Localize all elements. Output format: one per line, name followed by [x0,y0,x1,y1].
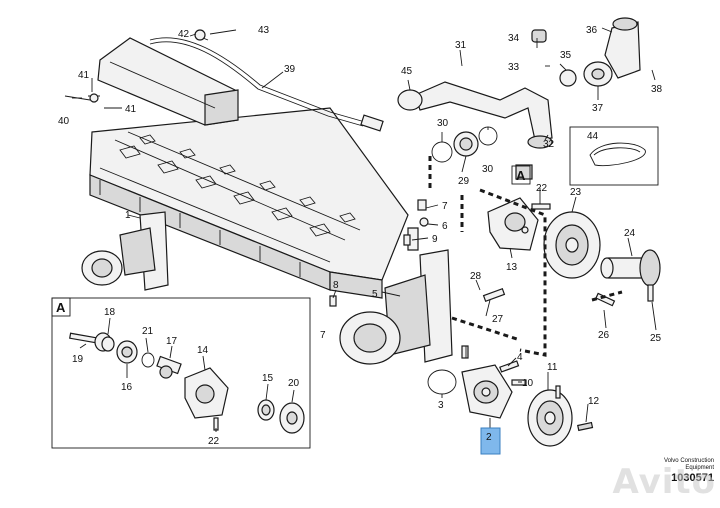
callout-43: 43 [258,25,270,36]
callout-18: 18 [104,307,116,318]
dashed-connectors [428,156,623,357]
callout-6: 6 [442,221,448,232]
callout-36: 36 [586,25,598,36]
callout-23: 23 [570,187,582,198]
callout-29: 29 [458,176,470,187]
callout-33: 33 [508,62,520,73]
coolant-pipe-32 [397,81,553,149]
callout-8: 8 [333,280,339,291]
callout-7: 7 [442,201,448,212]
seal-ring-3 [427,369,457,395]
callout-15: 15 [262,373,274,384]
leader-lines [72,27,657,428]
callout-41-lower: 41 [125,104,137,115]
drawing-footer: Volvo Construction Equipment 1030571 [664,458,714,484]
drive-belt-box-44 [569,126,659,186]
cylinder-head [89,107,409,299]
thermostat-housing-36 [531,17,641,87]
highlight-part-2 [480,427,501,455]
callout-16: 16 [121,382,133,393]
callout-25: 25 [650,333,662,344]
bearing-16 [116,340,138,364]
callout-9: 9 [432,234,438,245]
pulley-11 [527,389,594,447]
impeller-14 [184,367,229,419]
shaft-17 [156,355,182,379]
callout-labels: 43 42 39 41 41 40 1 45 31 34 33 35 36 37… [56,25,663,447]
callout-10: 10 [522,378,534,389]
callout-26: 26 [598,330,610,341]
callout-13: 13 [506,262,518,273]
callout-39: 39 [284,64,296,75]
callout-22-top: 22 [536,183,548,194]
callout-38: 38 [651,84,663,95]
callout-34: 34 [508,33,520,44]
callout-11: 11 [547,362,558,373]
callout-20: 20 [288,378,300,389]
callout-30-right: 30 [482,164,494,175]
callout-35: 35 [560,50,572,61]
callout-4: 4 [517,352,523,363]
seal-15 [257,399,275,421]
callout-44: 44 [587,131,599,142]
callout-30-left: 30 [437,118,449,129]
callout-5: 5 [372,289,378,300]
callout-41-upper: 41 [78,70,90,81]
water-pump-housing-5 [339,227,453,365]
callout-45: 45 [401,66,413,77]
callout-22-bottom: 22 [208,436,220,447]
detail-a-tag [511,165,531,185]
water-pump-2 [461,364,513,419]
brand-line-1: Volvo Construction [663,458,714,464]
manifold-pipe [64,29,384,132]
callout-40: 40 [58,116,70,127]
callout-12: 12 [588,396,600,407]
callout-42: 42 [178,29,190,40]
hub-20 [279,402,305,434]
callout-37: 37 [592,103,604,114]
detail-box-label: A [56,300,66,315]
detail-box-a [51,297,311,449]
brand-line-2: Equipment [685,465,714,471]
callout-19: 19 [72,354,84,365]
pump-housing-assembly-1 [81,211,169,291]
avito-watermark: Avito [612,462,716,502]
callout-14: 14 [197,345,209,356]
seals-30-29 [431,126,498,163]
callout-1: 1 [125,210,131,221]
callout-27: 27 [492,314,504,325]
callout-7-lower: 7 [320,330,326,341]
callout-32: 32 [543,139,555,150]
callout-31: 31 [455,40,467,51]
drawing-number: 1030571 [671,472,714,484]
callout-17: 17 [166,336,178,347]
circlip-21 [141,352,155,368]
detail-a-pump-13 [487,164,661,287]
detail-tag-label: A [516,168,526,183]
callout-3: 3 [438,400,444,411]
highlighted-part-label: 2 [486,432,492,443]
callout-24: 24 [624,228,636,239]
callout-28: 28 [470,271,482,282]
callout-21: 21 [142,326,154,337]
bearing-18 [101,336,115,352]
bolts-small [329,199,654,399]
